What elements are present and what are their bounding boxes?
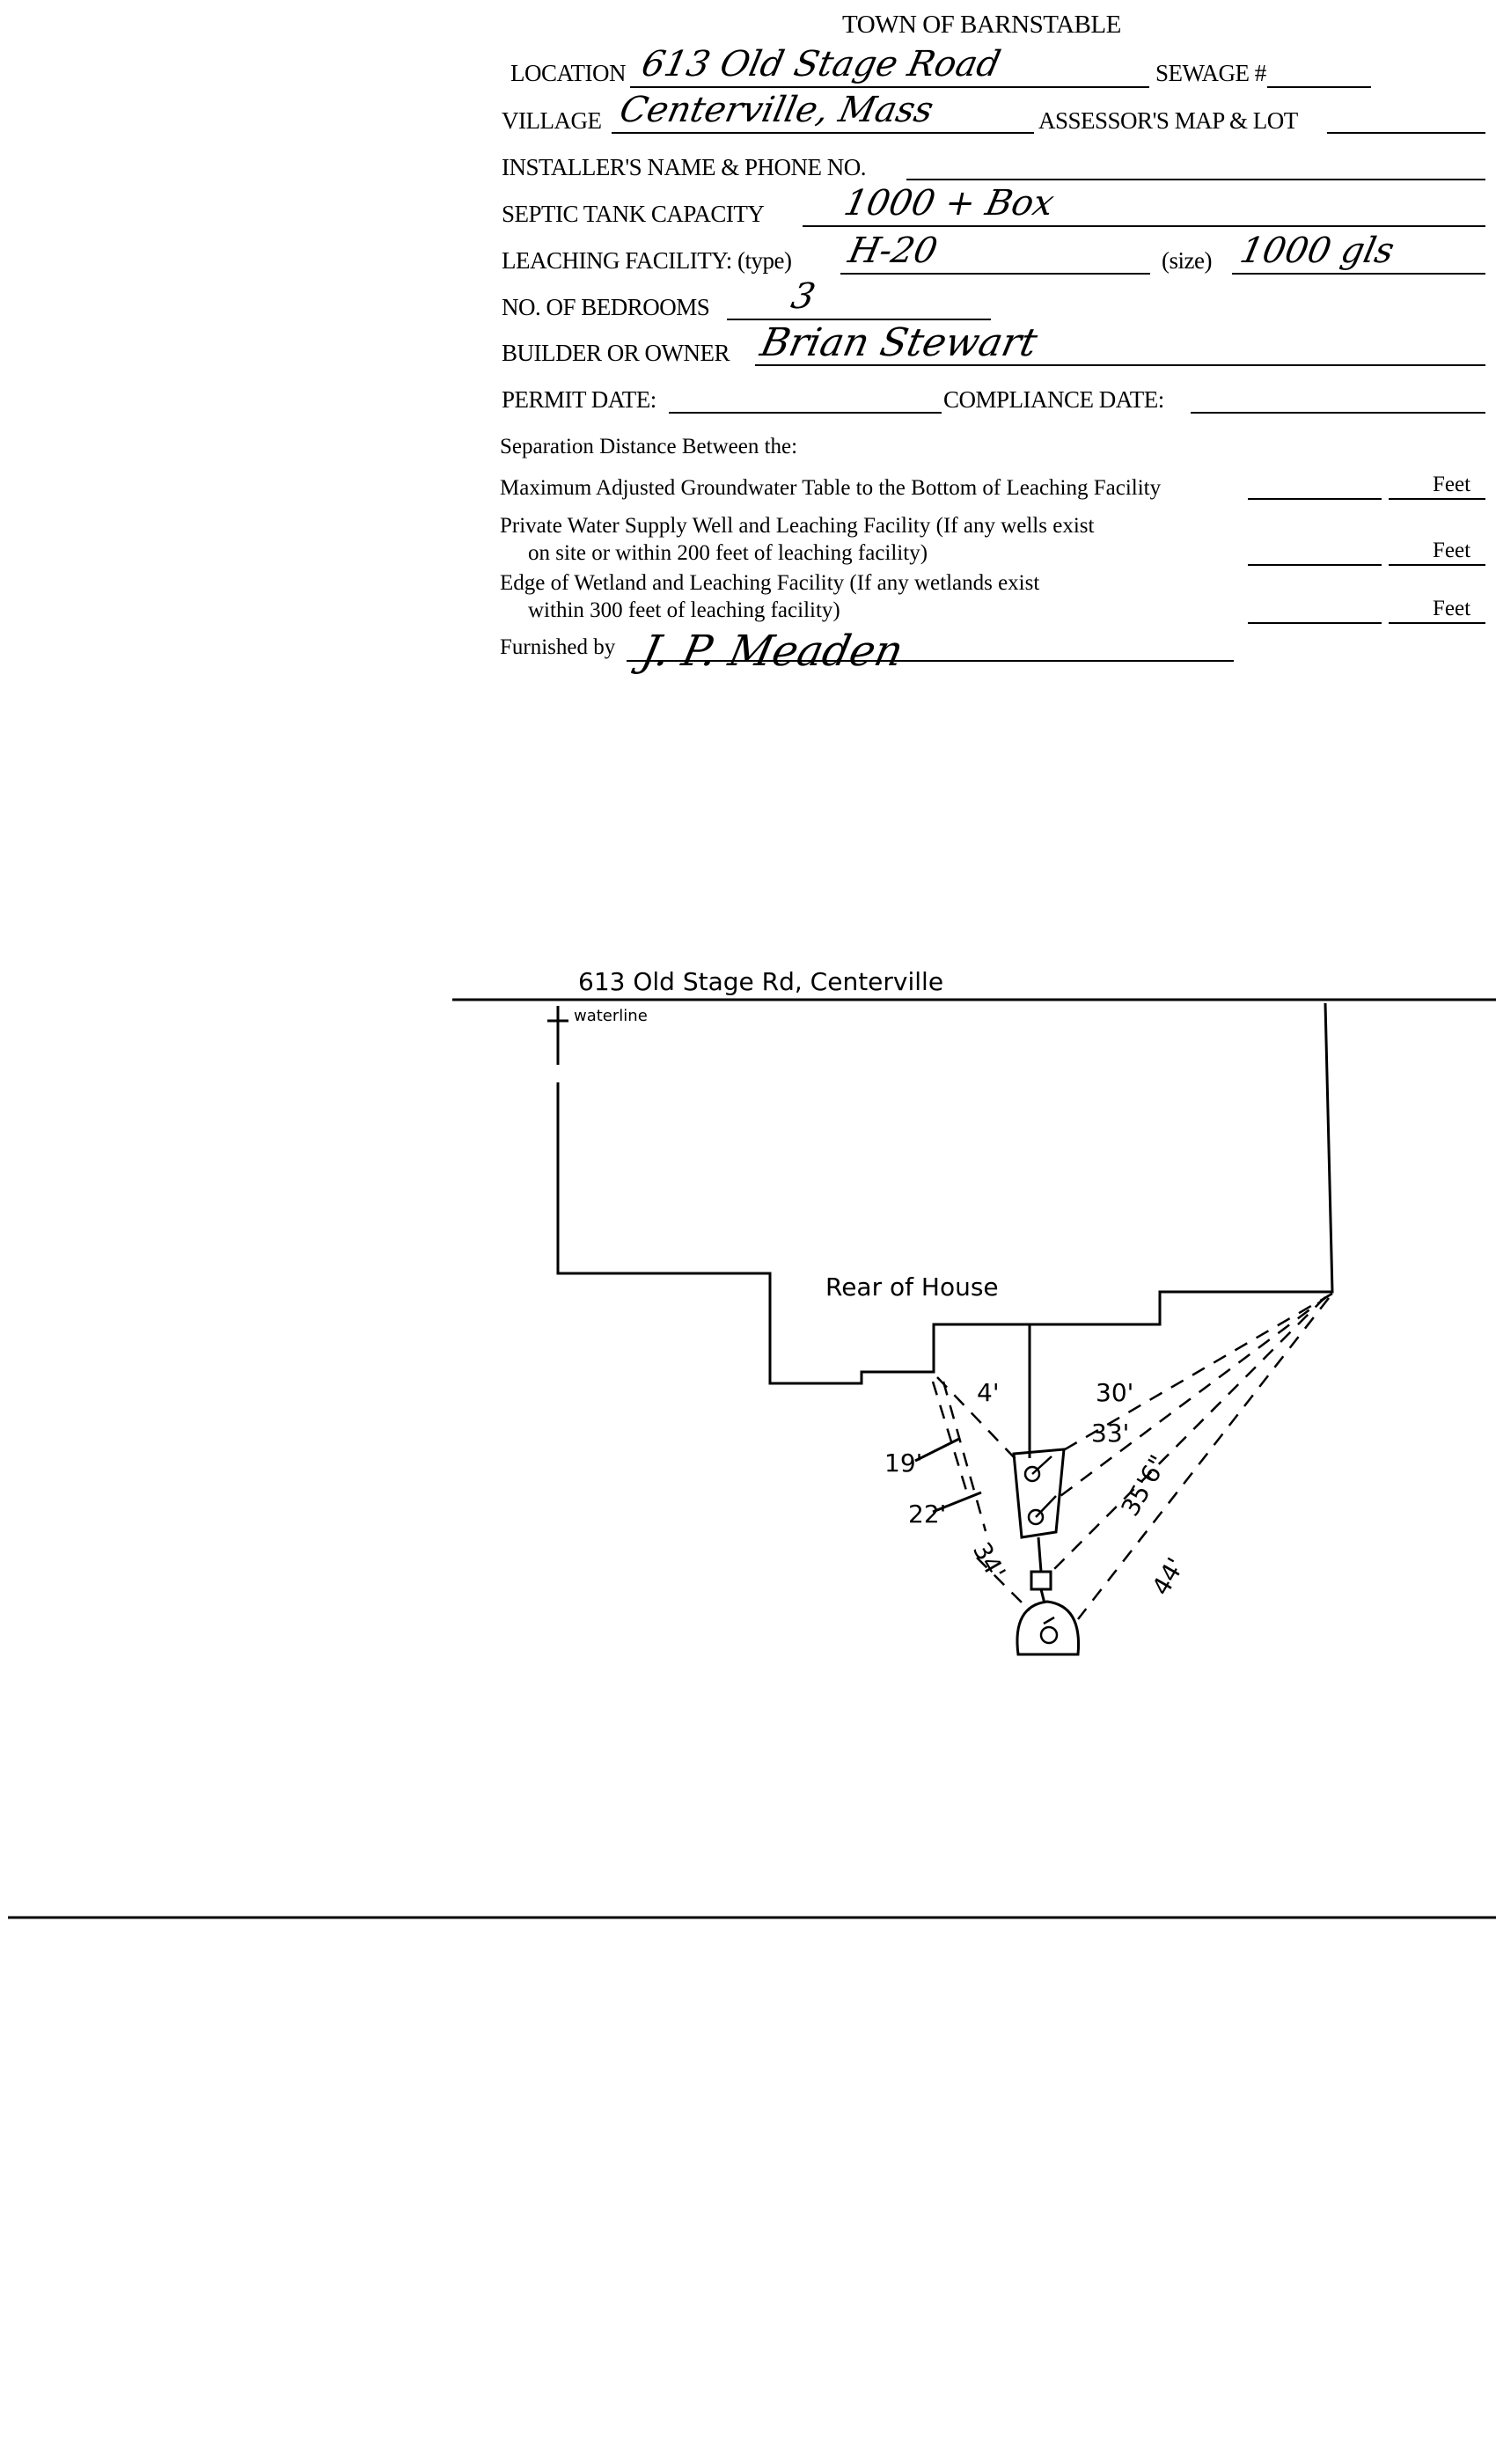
- sep-well-unit: Feet: [1433, 539, 1471, 562]
- dim-44: 44': [1146, 1552, 1190, 1600]
- sep-unit-line: [1389, 498, 1485, 500]
- sep-wetland-unit-line: [1389, 622, 1485, 624]
- waterline-label: waterline: [574, 1007, 648, 1025]
- permit-line: [669, 412, 942, 414]
- dim-leader-22: [932, 1491, 982, 1514]
- distribution-box: [1030, 1570, 1052, 1591]
- leaching-type-line: [840, 273, 1150, 275]
- dim-leader-19: [914, 1437, 960, 1463]
- dim-35-6: 35'6": [1115, 1450, 1173, 1522]
- bedrooms-label: NO. OF BEDROOMS: [502, 294, 710, 320]
- street-caption: 613 Old Stage Rd, Centerville: [578, 967, 943, 996]
- village-line: [612, 132, 1034, 134]
- sep-groundwater: Maximum Adjusted Groundwater Table to th…: [500, 476, 1162, 500]
- village-label: VILLAGE: [502, 107, 602, 134]
- owner-line: [755, 364, 1485, 366]
- assessor-line: [1327, 132, 1485, 134]
- dim-22: 22': [908, 1500, 946, 1529]
- leaching-label: LEACHING FACILITY: (type): [502, 247, 792, 274]
- sep-wetland-unit: Feet: [1433, 597, 1471, 620]
- dim-19: 19': [884, 1448, 922, 1478]
- dim-34: 34': [967, 1537, 1011, 1585]
- owner-label: BUILDER OR OWNER: [502, 340, 730, 366]
- furnished-line: [627, 660, 1234, 662]
- sep-groundwater-unit: Feet: [1433, 473, 1471, 496]
- form-title: TOWN OF BARNSTABLE: [842, 11, 1121, 39]
- permit-label: PERMIT DATE:: [502, 386, 656, 413]
- sep-well-line: [1248, 564, 1382, 566]
- sep-well-unit-line: [1389, 564, 1485, 566]
- location-line: [630, 86, 1149, 88]
- septic-label: SEPTIC TANK CAPACITY: [502, 201, 765, 227]
- house-outline: [556, 1002, 1334, 1385]
- compliance-line: [1191, 412, 1485, 414]
- sep-wetland-b: within 300 feet of leaching facility): [528, 598, 840, 622]
- sep-well-b: on site or within 200 feet of leaching f…: [528, 541, 928, 565]
- sep-wetland-line: [1248, 622, 1382, 624]
- septic-line: [803, 225, 1485, 227]
- sep-well-a: Private Water Supply Well and Leaching F…: [500, 514, 1095, 538]
- assessor-label: ASSESSOR'S MAP & LOT: [1038, 107, 1298, 134]
- sep-groundwater-line: [1248, 498, 1382, 500]
- tank-inlet-markers: [1023, 1456, 1059, 1645]
- distance-lines: [931, 1292, 1333, 1620]
- furnished-label: Furnished by: [500, 635, 616, 659]
- bedrooms-line: [727, 319, 991, 320]
- dim-30: 30': [1096, 1378, 1133, 1407]
- rear-of-house-label: Rear of House: [825, 1272, 999, 1302]
- sep-wetland-a: Edge of Wetland and Leaching Facility (I…: [500, 571, 1040, 595]
- sewage-line: [1267, 86, 1371, 88]
- size-line: [1232, 273, 1485, 275]
- leaching-pit: [1016, 1600, 1081, 1656]
- dim-4: 4': [977, 1378, 1000, 1407]
- sewage-label: SEWAGE #: [1155, 60, 1266, 86]
- location-label: LOCATION: [510, 60, 627, 86]
- compliance-label: COMPLIANCE DATE:: [943, 386, 1164, 413]
- pipe-to-dbox: [1037, 1536, 1043, 1573]
- size-label: (size): [1162, 247, 1212, 274]
- installer-line: [906, 179, 1485, 180]
- septic-tank: [1012, 1448, 1066, 1539]
- dim-33: 33': [1091, 1419, 1129, 1448]
- separation-heading: Separation Distance Between the:: [500, 435, 798, 458]
- installer-label: INSTALLER'S NAME & PHONE NO.: [502, 154, 866, 180]
